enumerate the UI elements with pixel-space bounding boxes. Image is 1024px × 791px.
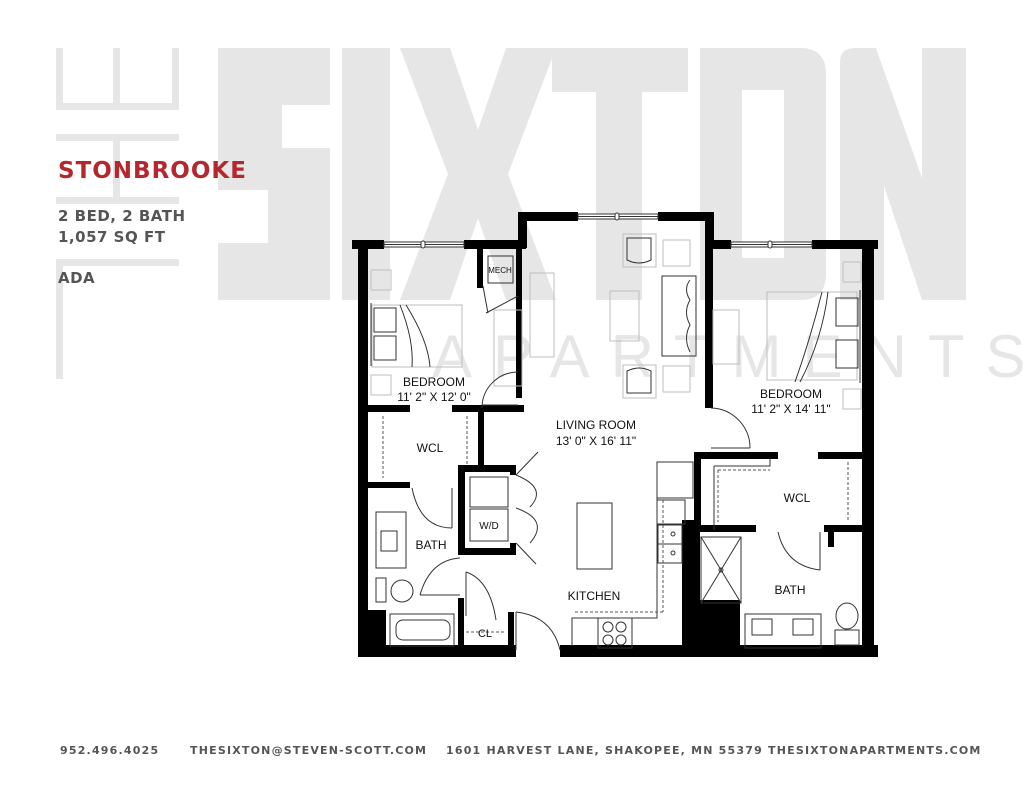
plan-specs: 2 BED, 2 BATH 1,057 SQ FT — [58, 206, 247, 248]
beds-baths: 2 BED, 2 BATH — [58, 207, 186, 225]
windows — [383, 212, 813, 249]
room-dims-bedroom-1: 11' 2" X 12' 0" — [397, 390, 471, 404]
plan-name: STONBROOKE — [58, 158, 247, 184]
room-dims-living: 13' 0" X 16' 11" — [556, 434, 636, 448]
closet-shelves — [382, 416, 849, 633]
footer-phone[interactable]: 952.496.4025 — [60, 744, 160, 757]
furniture — [370, 233, 862, 410]
plan-info: STONBROOKE 2 BED, 2 BATH 1,057 SQ FT ADA — [58, 158, 247, 287]
ada-label: ADA — [58, 269, 96, 287]
room-dims-bedroom-2: 11' 2" X 14' 11" — [751, 402, 830, 416]
fixtures — [370, 237, 861, 651]
room-label-bedroom-2: BEDROOM — [760, 387, 822, 401]
room-labels: BEDROOM 11' 2" X 12' 0" BEDROOM 11' 2" X… — [397, 266, 830, 640]
footer-email[interactable]: THESIXTON@STEVEN-SCOTT.COM — [190, 744, 428, 757]
room-label-bedroom-1: BEDROOM — [403, 375, 465, 389]
room-label-wcl-2: WCL — [784, 491, 811, 505]
room-label-kitchen: KITCHEN — [568, 589, 621, 603]
room-label-closet: CL — [478, 628, 492, 640]
footer-website[interactable]: THESIXTONAPARTMENTS.COM — [768, 744, 982, 757]
exterior-walls — [352, 212, 878, 657]
footer-contact: 952.496.4025 THESIXTON@STEVEN-SCOTT.COM … — [0, 744, 1024, 760]
room-label-wd: W/D — [479, 521, 498, 532]
room-label-mech: MECH — [488, 266, 512, 275]
room-label-bath-1: BATH — [415, 538, 446, 552]
room-label-living: LIVING ROOM — [556, 418, 636, 432]
room-label-bath-2: BATH — [774, 583, 805, 597]
square-footage: 1,057 SQ FT — [58, 228, 166, 246]
footer-address: 1601 HARVEST LANE, SHAKOPEE, MN 55379 — [446, 744, 763, 757]
room-label-wcl-1: WCL — [417, 441, 444, 455]
